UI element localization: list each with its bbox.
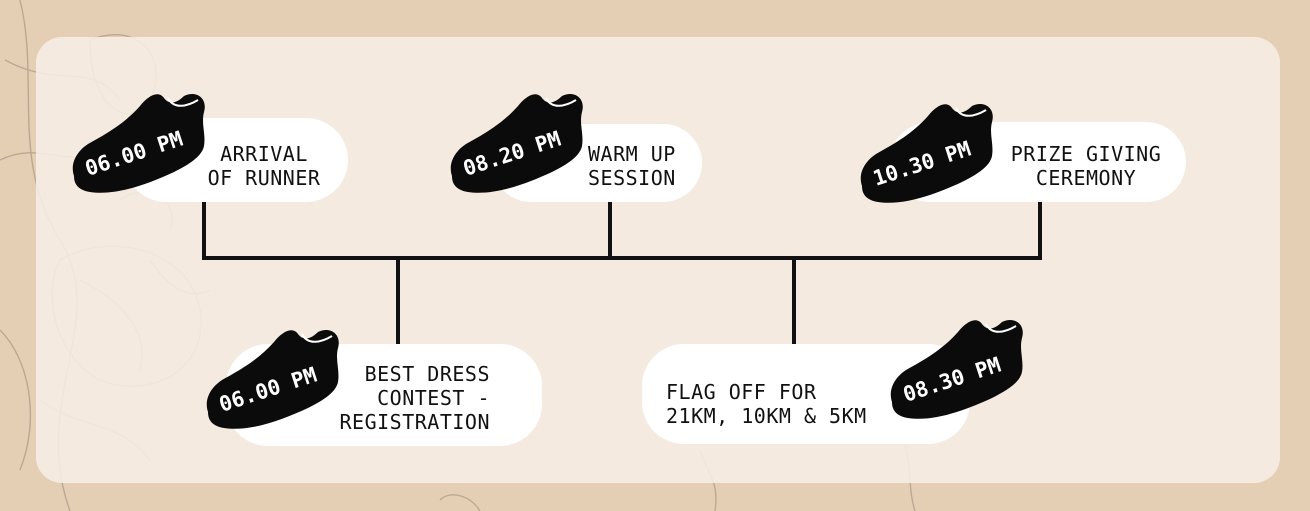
event-time-badge-flag-off: 08.30 PM <box>884 310 1034 430</box>
running-shoe-icon <box>860 103 993 203</box>
event-label-prize-giving: PRIZE GIVING CEREMONY <box>1010 142 1162 190</box>
event-time-badge-warm-up: 08.20 PM <box>444 84 594 204</box>
event-time-badge-arrival: 06.00 PM <box>66 84 216 204</box>
event-label-best-dress: BEST DRESS CONTEST - REGISTRATION <box>339 362 490 434</box>
running-shoe-icon <box>890 319 1023 419</box>
event-label-flag-off: FLAG OFF FOR 21KM, 10KM & 5KM <box>666 380 867 428</box>
event-label-arrival: ARRIVAL OF RUNNER <box>207 142 321 190</box>
running-shoe-icon <box>450 93 583 193</box>
running-shoe-icon <box>206 329 339 429</box>
event-time-badge-best-dress: 06.00 PM <box>200 320 350 440</box>
event-time-badge-prize-giving: 10.30 PM <box>854 94 1004 214</box>
event-label-warm-up: WARM UP SESSION <box>588 142 676 190</box>
running-shoe-icon <box>72 93 205 193</box>
